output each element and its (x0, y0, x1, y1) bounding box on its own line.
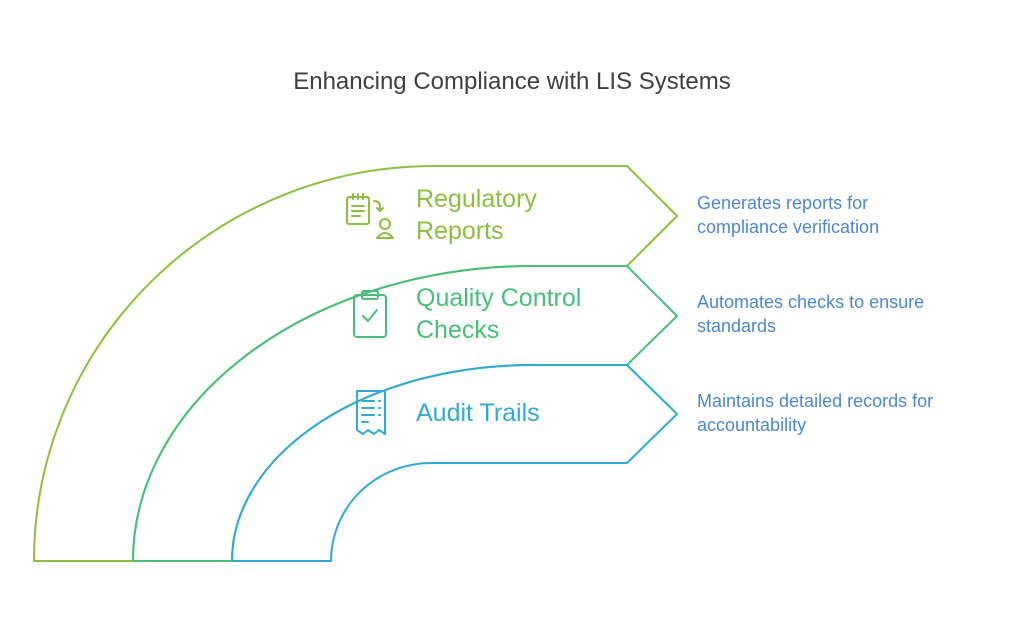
diagram-title: Enhancing Compliance with LIS Systems (293, 68, 731, 95)
description-line: standards (697, 316, 777, 336)
description-line: Maintains detailed records for (697, 391, 934, 411)
audit-trails-label: Audit Trails (416, 397, 540, 429)
regulatory-reports-description: Generates reports for compliance verific… (697, 191, 1007, 239)
description-line: Automates checks to ensure (697, 292, 925, 312)
label-line: Regulatory (416, 185, 537, 213)
label-line: Audit Trails (416, 399, 540, 427)
label-line: Quality Control (416, 284, 582, 312)
description-line: Generates reports for (697, 193, 869, 213)
quality-control-label: Quality Control Checks (416, 282, 581, 346)
description-line: accountability (697, 415, 807, 435)
regulatory-reports-label: Regulatory Reports (416, 183, 537, 247)
audit-trails-band (231, 364, 678, 562)
report-person-icon (346, 193, 394, 239)
quality-control-description: Automates checks to ensure standards (697, 290, 1007, 338)
label-line: Checks (416, 316, 500, 344)
label-line: Reports (416, 217, 504, 245)
description-line: compliance verification (697, 217, 880, 237)
quality-control-band (132, 265, 678, 562)
receipt-list-icon (356, 390, 386, 435)
clipboard-check-icon (353, 290, 387, 338)
audit-trails-description: Maintains detailed records for accountab… (697, 389, 1007, 437)
